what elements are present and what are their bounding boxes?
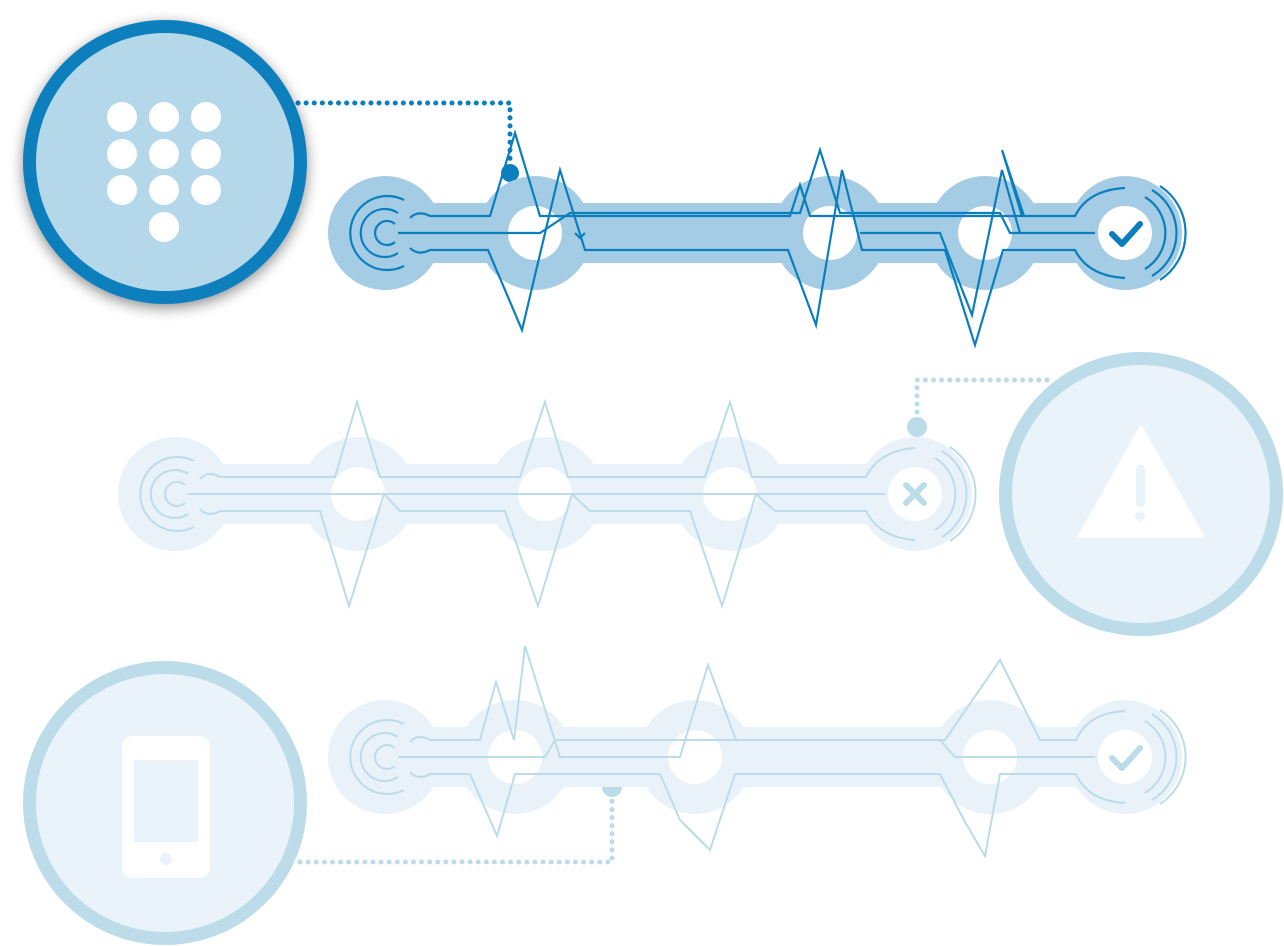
phone-icon: [122, 736, 210, 878]
phone-success-check-icon: [1109, 745, 1143, 771]
alert-lines: [139, 398, 977, 610]
phone-flow-row: [23, 645, 1187, 945]
phone-trigger[interactable]: [23, 661, 307, 945]
keypad-lines: [349, 129, 1187, 349]
phone-lines: [349, 645, 1187, 859]
alert-flow-row: [118, 352, 1283, 636]
keypad-trigger[interactable]: [23, 20, 307, 304]
success-check-icon: [1109, 221, 1143, 247]
failure-cross-icon: [903, 482, 927, 506]
keypad-flow-row: [23, 20, 1187, 349]
alert-connector: [907, 377, 1050, 437]
keypad-connector: [295, 100, 519, 182]
keypad-icon: [107, 102, 221, 242]
warning-icon: [1078, 426, 1204, 538]
warning-trigger[interactable]: [999, 352, 1283, 636]
